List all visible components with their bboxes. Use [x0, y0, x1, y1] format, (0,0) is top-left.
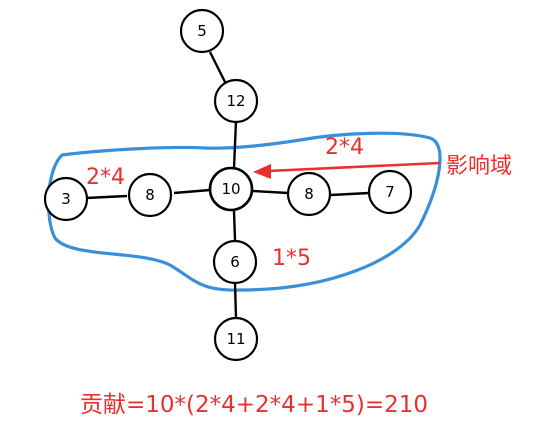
node-6-label: 6 [230, 253, 240, 271]
node-3-label: 3 [61, 190, 71, 208]
node-8-left-label: 8 [145, 186, 155, 204]
edge-8right-7 [330, 191, 370, 197]
influence-arrow-head [253, 164, 271, 179]
influence-arrow-line [267, 161, 441, 173]
edge-10-8right [252, 189, 289, 195]
node-12: 12 [213, 78, 259, 124]
node-6: 6 [212, 239, 258, 285]
node-12-label: 12 [226, 92, 245, 110]
contribution-formula: 贡献=10*(2*4+2*4+1*5)=210 [80, 392, 428, 418]
node-11-label: 11 [226, 330, 245, 348]
edge-10-6 [232, 210, 237, 241]
edge-12-10 [232, 120, 238, 169]
edge-10-8left [173, 188, 211, 195]
node-5-label: 5 [197, 22, 207, 40]
weight-label-left: 2*4 [86, 165, 125, 190]
influence-domain-label: 影响域 [446, 154, 512, 179]
node-3: 3 [43, 176, 89, 222]
node-10: 10 [208, 166, 254, 212]
influence-region-outline [46, 131, 442, 292]
edge-6-11 [233, 282, 238, 319]
node-8-right-label: 8 [304, 185, 314, 203]
node-10-label: 10 [221, 180, 240, 198]
node-7-label: 7 [385, 183, 395, 201]
node-8-left: 8 [127, 172, 173, 218]
weight-label-bottom: 1*5 [272, 246, 311, 271]
weight-label-top: 2*4 [325, 135, 364, 160]
node-5: 5 [179, 8, 225, 54]
node-7: 7 [367, 169, 413, 215]
edge-8left-3 [85, 194, 128, 200]
node-11: 11 [213, 316, 259, 362]
node-8-right: 8 [286, 171, 332, 217]
